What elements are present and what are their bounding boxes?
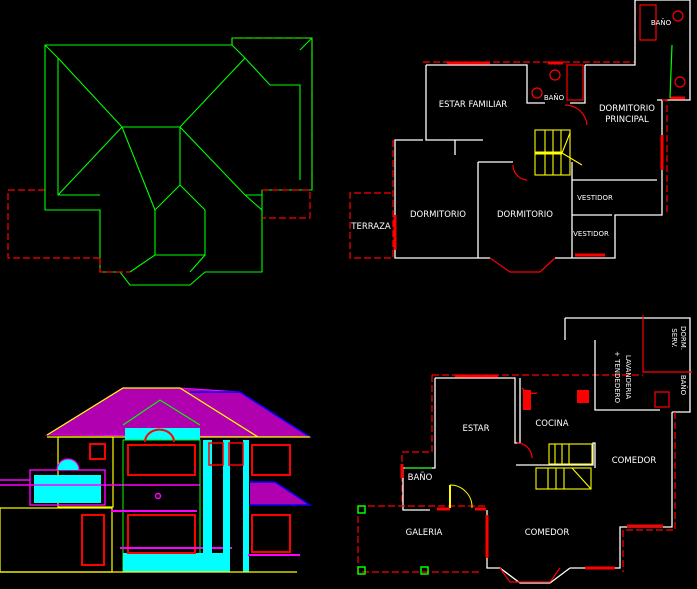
room-label-dormitorio-principal-2: PRINCIPAL (605, 115, 649, 125)
room-label-comedor-right: COMEDOR (612, 456, 657, 466)
room-label-terraza: TERRAZA (350, 222, 391, 232)
cyan-panel (34, 475, 101, 503)
room-label-vestidor-2: VESTIDOR (573, 230, 609, 238)
ground-floor-plan: ESTAR COCINA COMEDOR BAÑO GALERIA COMEDO… (357, 315, 692, 584)
room-label-comedor-bottom: COMEDOR (525, 528, 570, 538)
room-label-dorm-serv-2: SERV. (670, 328, 678, 347)
upper-staircase (534, 129, 583, 176)
roof-overhang-left (7, 189, 100, 259)
room-label-bano-left: BAÑO (408, 472, 433, 483)
column (203, 440, 212, 572)
front-elevation (0, 387, 313, 573)
room-label-dormitorio-left: DORMITORIO (410, 210, 466, 220)
roof-dashed-right (262, 189, 311, 219)
door (81, 514, 105, 566)
room-label-dormitorio-center: DORMITORIO (497, 210, 553, 220)
room-label-estar: ESTAR (462, 424, 489, 434)
roof-plan (7, 37, 313, 286)
room-label-tendedero: + TENDEDERO (613, 351, 621, 404)
room-label-bano-right: BAÑO (679, 375, 688, 396)
room-label-galeria: GALERIA (406, 528, 443, 538)
lower-staircase (535, 443, 593, 490)
room-label-dormitorio-principal: DORMITORIO (599, 104, 655, 114)
upper-floor-plan: ESTAR FAMILIAR BAÑO BAÑO DORMITORIO PRIN… (349, 0, 691, 273)
room-label-lavanderia: LAVANDERIA (624, 355, 632, 400)
room-label-dorm-serv: DORM. (679, 326, 687, 350)
bay-window-upper (489, 257, 556, 273)
room-label-estar-familiar: ESTAR FAMILIAR (439, 100, 508, 110)
roof-outline (44, 37, 313, 286)
room-label-vestidor-1: VESTIDOR (577, 194, 613, 202)
lower-roof (250, 482, 310, 505)
room-label-bano-top: BAÑO (651, 18, 672, 27)
roof-ridge-top (57, 57, 246, 128)
terraza-outline (349, 140, 394, 259)
bay-window-lower (499, 567, 561, 583)
room-label-cocina: COCINA (535, 419, 568, 429)
room-label-bano: BAÑO (544, 93, 565, 102)
